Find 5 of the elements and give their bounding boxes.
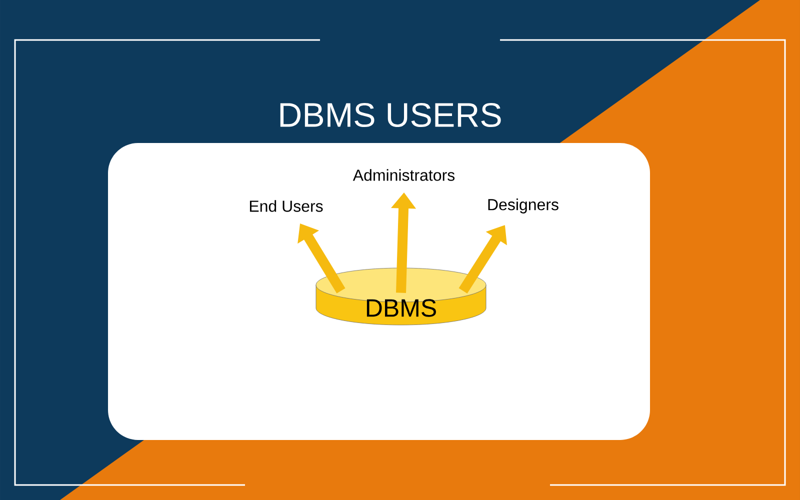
node-label: Administrators bbox=[352, 169, 455, 181]
diagram-title: DBMS USERS bbox=[280, 102, 501, 128]
node-label: Designers bbox=[488, 198, 558, 214]
node-label: End Users bbox=[250, 200, 323, 212]
cylinder: DBMS bbox=[316, 268, 486, 326]
